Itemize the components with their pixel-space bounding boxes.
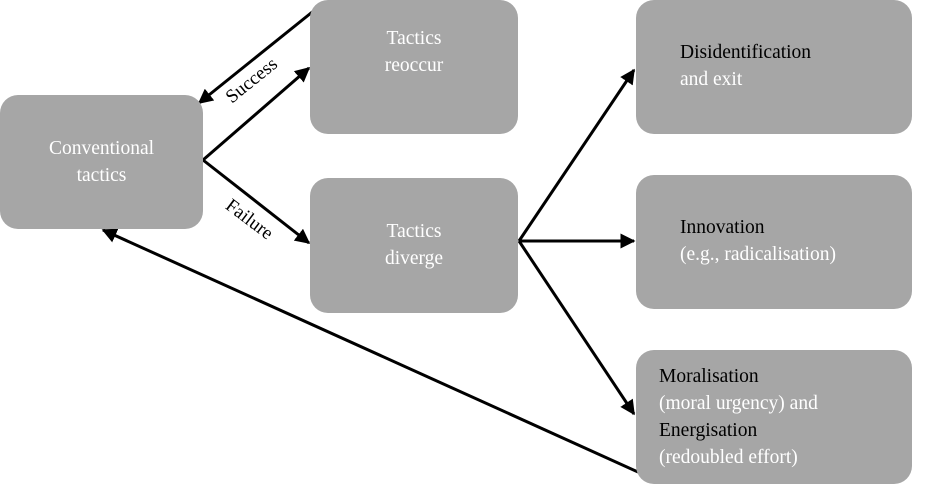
node-moralisation-line3: Energisation xyxy=(659,420,758,441)
node-disidentification-line1: Disidentification xyxy=(680,42,812,63)
node-conventional-line1: Conventional xyxy=(48,138,155,159)
node-reoccur-line1: Tactics xyxy=(386,28,442,49)
node-innovation-line2: (e.g., radicalisation) xyxy=(680,244,836,265)
arrow-moralisation-to-conventional xyxy=(101,228,639,474)
node-innovation-line1: Innovation xyxy=(680,217,765,238)
node-conventional-line2: tactics xyxy=(76,165,127,186)
arrow-diverge-to-disidentification xyxy=(517,68,636,242)
node-moralisation-line4: (redoubled effort) xyxy=(659,447,798,468)
node-moralisation-energisation: Moralisation (moral urgency) and Energis… xyxy=(636,350,912,484)
arrow-success-to-reoccur xyxy=(202,66,311,162)
node-innovation: Innovation (e.g., radicalisation) xyxy=(636,175,912,309)
arrow-reoccur-to-conventional xyxy=(197,7,317,105)
node-tactics-diverge: Tactics diverge xyxy=(310,178,518,313)
node-disidentification-line2: and exit xyxy=(680,69,743,90)
node-conventional-tactics: Conventional tactics xyxy=(0,95,203,229)
node-diverge-line2: diverge xyxy=(384,247,444,269)
arrow-failure-to-diverge xyxy=(202,158,311,245)
node-reoccur-line2: reoccur xyxy=(384,55,444,76)
node-tactics-reoccur: Tactics reoccur xyxy=(310,0,518,134)
node-diverge-line1: Tactics xyxy=(386,220,442,242)
node-moralisation-line1: Moralisation xyxy=(659,366,759,387)
node-moralisation-line2: (moral urgency) and xyxy=(659,393,818,414)
node-disidentification-and-exit: Disidentification and exit xyxy=(636,0,912,134)
arrow-diverge-to-moralisation xyxy=(517,240,636,416)
